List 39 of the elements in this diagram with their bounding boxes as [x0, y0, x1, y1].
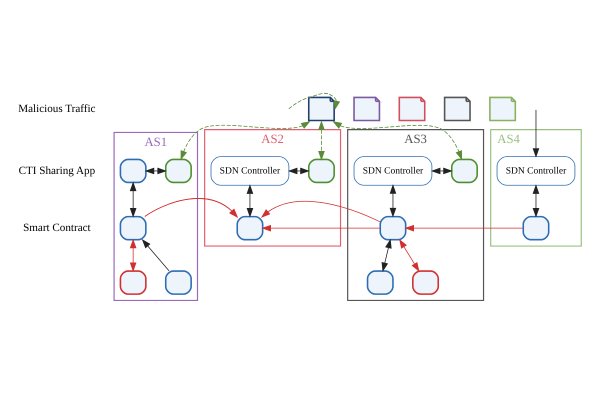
arrow	[332, 121, 462, 160]
node-box	[450, 158, 478, 184]
legend-label: CTI Sharing App	[18, 164, 96, 177]
node-box	[164, 270, 192, 295]
node-box	[379, 216, 406, 240]
legend-label: Malicious Traffic	[18, 102, 96, 115]
arrow	[144, 198, 238, 218]
legend-label: Smart Contract	[23, 222, 91, 234]
arrow	[404, 224, 524, 232]
cluster: AS1	[113, 132, 198, 302]
arrow	[261, 224, 380, 232]
node-box	[366, 270, 394, 295]
arrow	[130, 182, 136, 218]
arrow	[246, 184, 254, 218]
arrow	[532, 109, 540, 158]
node-box	[164, 158, 192, 184]
arrow	[142, 239, 170, 272]
node-box: SDN Controller	[210, 156, 290, 186]
node-box	[120, 158, 147, 184]
arrow	[288, 168, 310, 174]
arrow	[260, 200, 380, 222]
arrow	[130, 238, 136, 272]
arrow	[382, 238, 392, 272]
arrow	[180, 121, 311, 160]
arrow	[430, 168, 453, 174]
arrow	[288, 92, 340, 110]
arrow	[399, 238, 420, 272]
node-box	[308, 158, 335, 184]
node-box	[120, 216, 147, 240]
arrow	[144, 168, 167, 174]
arrow	[318, 120, 325, 161]
arrow	[390, 184, 396, 218]
node-box: SDN Controller	[496, 156, 576, 186]
arrow	[532, 184, 540, 218]
node-box	[120, 270, 147, 295]
node-box	[236, 216, 264, 240]
node-box	[522, 216, 550, 240]
node-box	[412, 270, 440, 295]
node-box: SDN Controller	[354, 156, 432, 186]
